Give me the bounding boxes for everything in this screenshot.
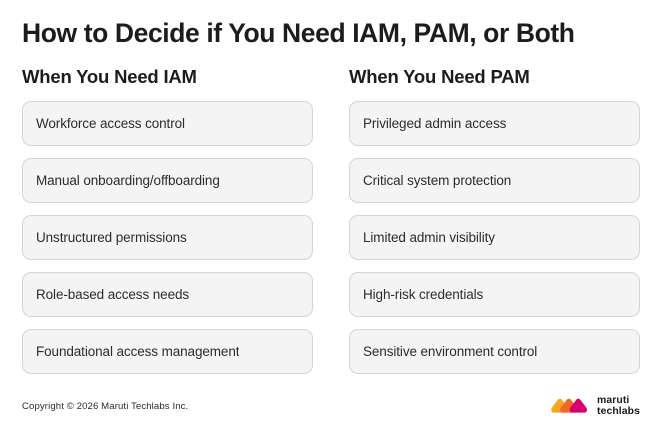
iam-card-list: Workforce access control Manual onboardi… — [22, 101, 313, 374]
copyright-text: Copyright © 2026 Maruti Techlabs Inc. — [22, 401, 189, 412]
comparison-columns: When You Need IAM Workforce access contr… — [22, 65, 640, 374]
list-item-label: Manual onboarding/offboarding — [36, 172, 220, 188]
logo-word-maruti: maruti — [597, 395, 630, 406]
list-item-label: Critical system protection — [363, 172, 512, 188]
footer: Copyright © 2026 Maruti Techlabs Inc. ma… — [22, 395, 640, 417]
list-item[interactable]: Privileged admin access — [349, 101, 640, 146]
column-iam-heading: When You Need IAM — [22, 66, 197, 87]
list-item-label: Role-based access needs — [36, 286, 190, 302]
list-item[interactable]: Sensitive environment control — [349, 329, 640, 374]
list-item-label: Workforce access control — [36, 115, 185, 131]
list-item-label: Sensitive environment control — [363, 343, 538, 359]
list-item-label: Privileged admin access — [363, 115, 507, 131]
list-item[interactable]: Workforce access control — [22, 101, 313, 146]
list-item[interactable]: Critical system protection — [349, 158, 640, 203]
list-item[interactable]: Role-based access needs — [22, 272, 313, 317]
column-pam: When You Need PAM Privileged admin acces… — [349, 65, 640, 374]
pam-card-list: Privileged admin access Critical system … — [349, 101, 640, 374]
logo-wordmark: maruti techlabs — [597, 395, 640, 417]
list-item-label: Limited admin visibility — [363, 229, 495, 245]
list-item-label: High-risk credentials — [363, 286, 484, 302]
column-iam: When You Need IAM Workforce access contr… — [22, 65, 313, 374]
column-pam-heading: When You Need PAM — [349, 66, 530, 87]
page-title: How to Decide if You Need IAM, PAM, or B… — [22, 18, 575, 48]
maruti-arches-logo-icon — [551, 398, 588, 413]
logo-word-techlabs: techlabs — [597, 405, 640, 417]
list-item[interactable]: Foundational access management — [22, 329, 313, 374]
list-item[interactable]: High-risk credentials — [349, 272, 640, 317]
list-item-label: Unstructured permissions — [36, 229, 187, 245]
maruti-techlabs-logo: maruti techlabs — [549, 395, 640, 417]
list-item[interactable]: Limited admin visibility — [349, 215, 640, 260]
list-item[interactable]: Manual onboarding/offboarding — [22, 158, 313, 203]
list-item[interactable]: Unstructured permissions — [22, 215, 313, 260]
list-item-label: Foundational access management — [36, 343, 240, 359]
